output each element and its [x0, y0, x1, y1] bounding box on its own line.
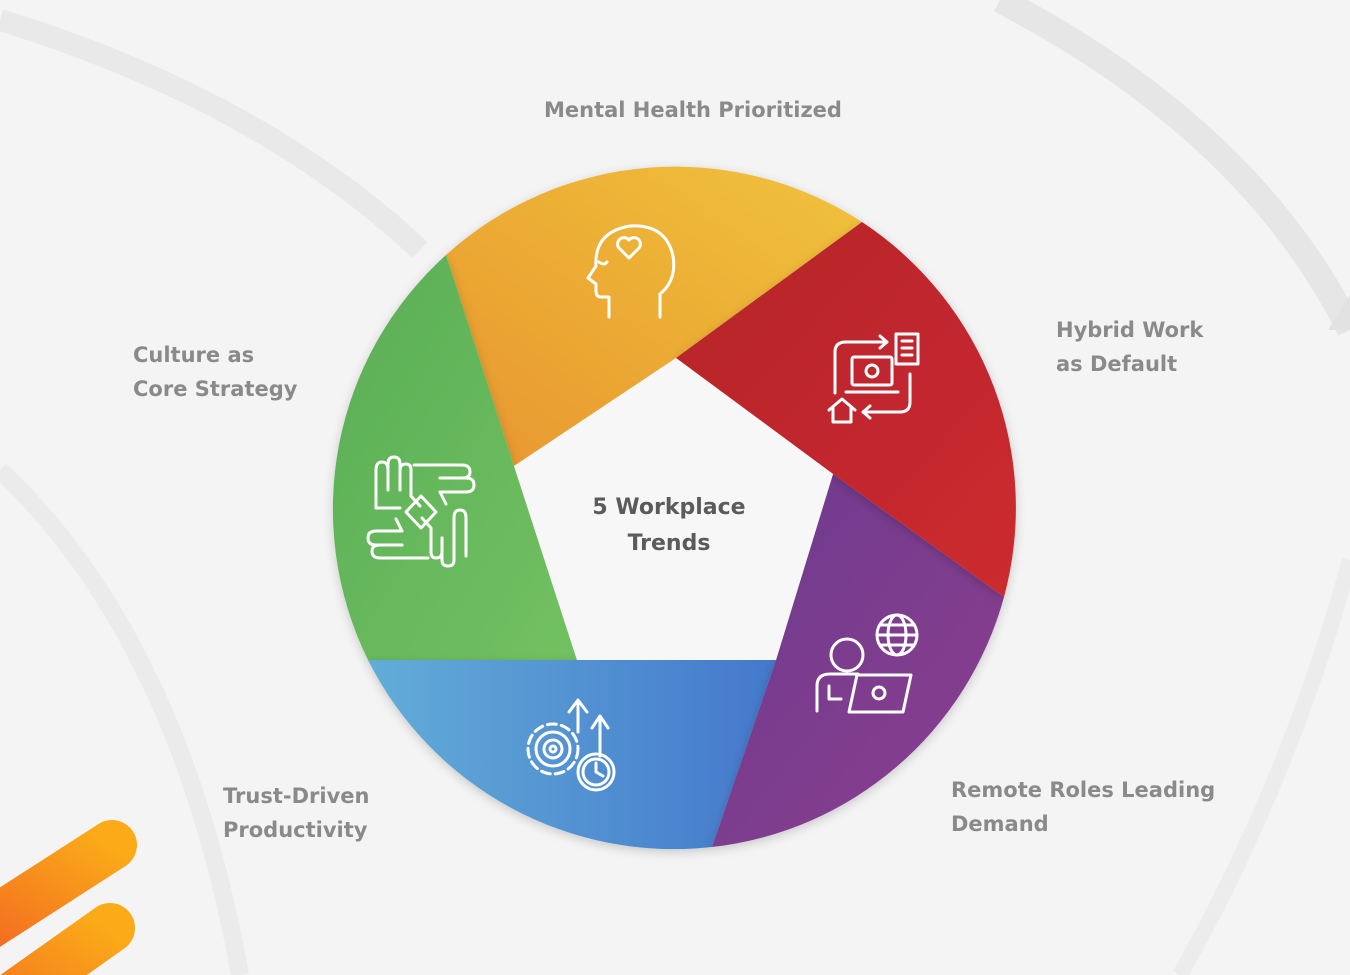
- background-triangle: [1328, 295, 1350, 330]
- label-culture: Culture as Core Strategy: [133, 338, 297, 406]
- label-hybrid-work: Hybrid Work as Default: [1056, 313, 1203, 381]
- segment-mental-health[interactable]: [446, 166, 862, 466]
- background-arc: [0, 9, 428, 259]
- label-line: Remote Roles Leading: [951, 778, 1216, 802]
- center-title: 5 Workplace Trends: [569, 490, 769, 562]
- label-line: Hybrid Work: [1056, 318, 1204, 342]
- orange-stripe: [0, 820, 137, 947]
- label-mental-health: Mental Health Prioritized: [544, 93, 842, 127]
- center-pentagon: [514, 358, 833, 660]
- hybrid-work-icon: [827, 332, 920, 424]
- label-remote-roles: Remote Roles Leading Demand: [951, 773, 1215, 841]
- head-heart-icon: [586, 224, 676, 319]
- background-arc: [993, 0, 1350, 336]
- gear-growth-clock-icon: [526, 698, 616, 792]
- background-arc: [1173, 557, 1350, 975]
- label-line: Trust-Driven: [223, 784, 370, 808]
- orange-stripe: [0, 903, 135, 975]
- label-line: Productivity: [223, 818, 368, 842]
- center-title-line: 5 Workplace: [592, 495, 746, 520]
- remote-worker-globe-icon: [815, 613, 919, 714]
- background-arc: [0, 463, 249, 975]
- segment-remote-roles[interactable]: [712, 474, 1004, 847]
- label-trust-driven: Trust-Driven Productivity: [223, 779, 369, 847]
- segment-hybrid-work[interactable]: [676, 222, 1016, 597]
- joined-hands-icon: [366, 455, 476, 568]
- center-title-line: Trends: [627, 531, 711, 556]
- label-line: Demand: [951, 812, 1049, 836]
- label-line: Culture as: [133, 343, 255, 367]
- label-line: as Default: [1056, 352, 1178, 376]
- label-line: Core Strategy: [133, 377, 298, 401]
- segment-trust-driven[interactable]: [368, 660, 776, 850]
- label-line: Mental Health Prioritized: [544, 98, 842, 122]
